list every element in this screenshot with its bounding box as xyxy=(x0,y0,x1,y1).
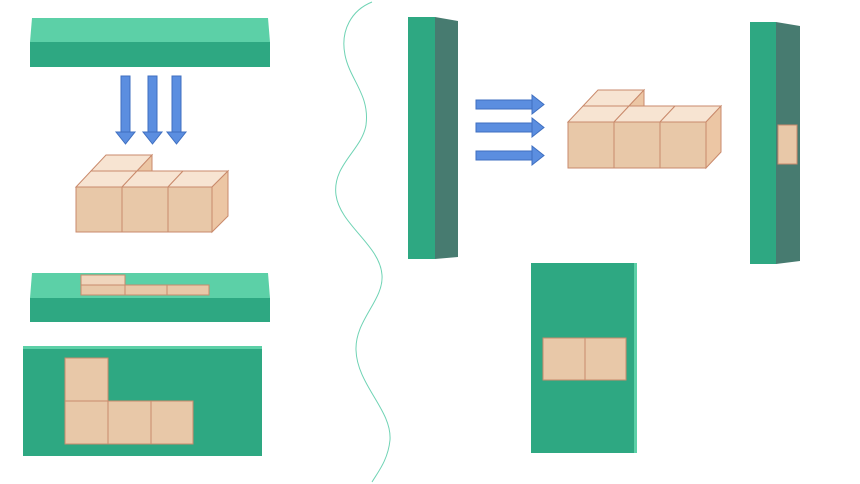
cube-front-face xyxy=(121,186,169,233)
arrow-right-icon xyxy=(475,93,545,116)
plate-front-face xyxy=(750,22,776,264)
plate-side-face xyxy=(435,17,458,259)
cube-front-face xyxy=(75,186,123,233)
l-shaped-cube-block xyxy=(74,153,230,234)
left-vertical-plate xyxy=(408,17,458,259)
projection-squares xyxy=(542,337,627,381)
plate-top-face xyxy=(30,18,270,42)
l-shaped-projection xyxy=(64,357,194,445)
right-vertical-plate-with-imprint xyxy=(750,22,800,264)
plate-front-face xyxy=(408,17,435,259)
arrow-down-icon xyxy=(165,75,188,145)
side-view-projection-result xyxy=(531,263,637,453)
wavy-divider xyxy=(335,1,391,483)
l-shaped-cube-block-side xyxy=(566,88,723,170)
right-panel xyxy=(408,17,800,453)
plate-front-face xyxy=(30,298,270,322)
down-arrows xyxy=(114,75,188,145)
top-view-projection-result xyxy=(23,346,262,456)
imprint-cube xyxy=(777,124,798,165)
bottom-plate-with-imprint xyxy=(30,273,270,322)
arrow-right-icon xyxy=(475,116,545,139)
plate-front-face xyxy=(30,42,270,67)
cube-front-face xyxy=(167,186,213,233)
arrow-right-icon xyxy=(475,144,545,167)
right-arrows xyxy=(475,93,545,167)
imprint-cubes xyxy=(80,274,210,296)
cube-side-face xyxy=(211,169,229,234)
left-panel xyxy=(23,18,270,456)
arrow-down-icon xyxy=(114,75,137,145)
top-projection-plate xyxy=(30,18,270,67)
arrow-down-icon xyxy=(141,75,164,145)
